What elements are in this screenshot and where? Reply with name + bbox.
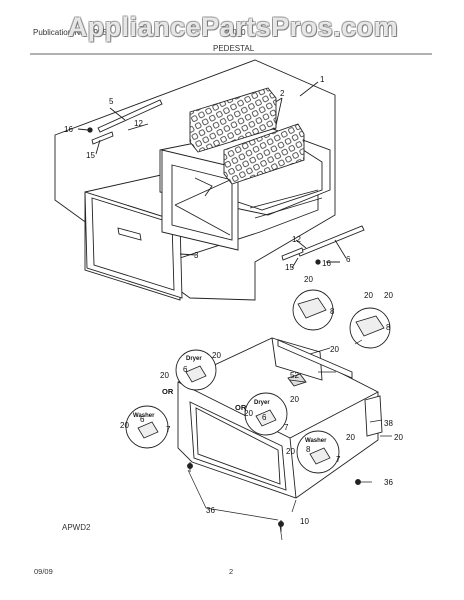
callout-36-a: 36 <box>384 478 393 487</box>
pedestal-front-opening <box>189 401 287 491</box>
callout-52: 52 <box>290 371 299 380</box>
label-dryer-mid: Dryer <box>254 400 270 406</box>
callout-20-d: 20 <box>330 345 339 354</box>
grille-panel-upper <box>189 87 277 153</box>
drawer-back-brace <box>174 179 231 236</box>
callout-1: 1 <box>320 75 325 84</box>
pedestal-front-corner <box>289 437 297 499</box>
callout-6-a: 6 <box>183 365 188 374</box>
upper-screw <box>87 127 93 133</box>
drawer-front-inner <box>91 197 175 291</box>
drawer-back-bracket <box>194 177 213 197</box>
callout-20-j: 20 <box>394 433 403 442</box>
callout-6-c: 6 <box>262 413 267 422</box>
callout-7-c: 7 <box>336 455 341 464</box>
upper-slide-rail <box>97 99 163 133</box>
callout-20-e: 20 <box>212 351 221 360</box>
callout-20-f: 20 <box>160 371 169 380</box>
model-code: APWD2 <box>62 523 91 532</box>
diagram-code: D0010 <box>222 28 246 37</box>
lower-clip <box>281 247 304 261</box>
foot-right <box>278 521 284 527</box>
drawer-back-panel <box>161 149 239 251</box>
footer-date: 09/09 <box>34 567 53 576</box>
callout-7-b: 7 <box>284 423 289 432</box>
callout-16-lower: 16 <box>322 259 331 268</box>
callout-20-c: 20 <box>384 291 393 300</box>
side-bracket <box>364 395 383 437</box>
callout-20-g: 20 <box>290 395 299 404</box>
rear-flange <box>277 339 353 379</box>
label-washer-right: Washer <box>305 438 327 444</box>
callout-15-lower: 15 <box>285 263 294 272</box>
lower-screw <box>315 259 321 265</box>
callout-2: 2 <box>280 89 285 98</box>
callout-16: 16 <box>64 125 73 134</box>
callout-38: 38 <box>384 419 393 428</box>
drawer-ribs <box>249 189 323 219</box>
callout-8-c: 8 <box>306 445 311 454</box>
callout-3: 3 <box>194 251 199 260</box>
pedestal-opening-inner <box>195 407 281 485</box>
callout-20-l: 20 <box>346 433 355 442</box>
grille-panel-lower <box>223 123 305 185</box>
footer-page-number: 2 <box>229 567 234 576</box>
callout-7-a: 7 <box>166 425 171 434</box>
lower-slide-rail <box>297 225 365 257</box>
callout-20-b: 20 <box>364 291 373 300</box>
callout-20-h: 20 <box>120 421 129 430</box>
label-dryer-top: Dryer <box>186 356 202 362</box>
upper-clip <box>91 131 114 145</box>
label-or-left: OR <box>162 387 174 396</box>
callout-5: 5 <box>109 97 114 106</box>
foot-side <box>355 479 361 485</box>
label-washer-left: Washer <box>133 413 155 419</box>
callout-36-b: 36 <box>206 506 215 515</box>
callout-8-a: 8 <box>330 307 335 316</box>
callout-10: 10 <box>300 517 309 526</box>
callout-12: 12 <box>134 119 143 128</box>
publication-number: Publication No. 5995… <box>33 28 115 37</box>
drawer-handle <box>117 227 142 241</box>
page-title: PEDESTAL <box>213 44 255 53</box>
callout-12-lower: 12 <box>292 235 301 244</box>
callout-20-i: 20 <box>244 409 253 418</box>
callout-6: 6 <box>346 255 351 264</box>
callout-20-a: 20 <box>304 275 313 284</box>
label-or-mid: OR <box>235 403 247 412</box>
watermark: AppliancePartsPros.com <box>67 12 399 42</box>
callout-6-b: 6 <box>140 415 145 424</box>
part-52 <box>287 373 307 387</box>
callout-15: 15 <box>86 151 95 160</box>
drawer-back-frame <box>171 164 233 241</box>
foot-left <box>187 463 193 469</box>
callout-20-k: 20 <box>286 447 295 456</box>
callout-8-b: 8 <box>386 323 391 332</box>
